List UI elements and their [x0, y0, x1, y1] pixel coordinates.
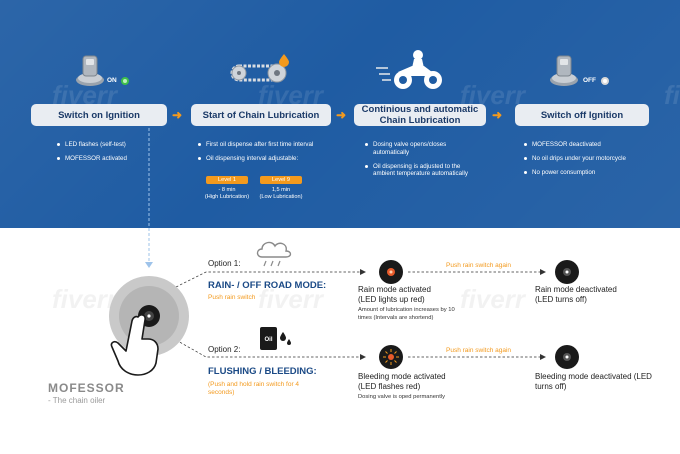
- on-indicator-icon: [121, 77, 129, 85]
- led-red-on-icon: [379, 260, 403, 284]
- level-9-badge: Level 9: [260, 176, 302, 184]
- bullet: Oil dispensing interval adjustable:: [198, 155, 323, 163]
- rain-mode-activated: Rain mode activated (LED lights up red): [358, 285, 431, 304]
- bullet: Oil dispensing is adjusted to the ambien…: [365, 163, 477, 179]
- step3-bullets: Dosing valve opens/closes automatically …: [365, 141, 477, 184]
- top-panel: fiverr fiverr fiverr fiverr ON: [0, 0, 680, 228]
- flushing-mode-title: FLUSHING / BLEEDING:: [208, 366, 317, 377]
- bullet: Dosing valve opens/closes automatically: [365, 141, 477, 157]
- bullet: MOFESSOR deactivated: [524, 141, 674, 149]
- arrow-right-icon: ➜: [336, 108, 347, 122]
- step-start-chain-lubrication: Start of Chain Lubrication: [191, 104, 331, 126]
- level-1-note: - 8 min (High Lubrication): [196, 187, 258, 201]
- level-1-badge: Level 1: [206, 176, 248, 184]
- watermark: fiverr: [258, 284, 324, 314]
- chain-sprocket-icon: [230, 63, 287, 83]
- arrow-right-icon: ➜: [172, 108, 183, 122]
- watermark: fiverr: [460, 284, 526, 314]
- bullet: MOFESSOR activated: [57, 155, 167, 163]
- rain-mode-title: RAIN- / OFF ROAD MODE:: [208, 280, 327, 291]
- rain-cloud-icon: [256, 241, 292, 267]
- bullet: No oil drips under your motorcycle: [524, 155, 674, 163]
- bleeding-mode-activated: Bleeding mode activated (LED flashes red…: [358, 372, 446, 391]
- led-off-icon: [555, 345, 579, 369]
- watermark: fiverr: [664, 80, 680, 110]
- rain-mode-note: Amount of lubrication increases by 10 ti…: [358, 307, 455, 321]
- oil-label: Oil: [264, 337, 272, 343]
- motorcycle-icon: [376, 50, 442, 89]
- step4-bullets: MOFESSOR deactivated No oil drips under …: [524, 141, 674, 182]
- step-switch-on-ignition: Switch on Ignition: [31, 104, 167, 126]
- bleeding-mode-deactivated: Bleeding mode deactivated (LED turns off…: [535, 372, 652, 391]
- rain-mode-deactivated: Rain mode deactivated (LED turns off): [535, 285, 617, 304]
- level-9-desc: (Low Lubrication): [259, 194, 303, 200]
- step-continuous-lubrication: Continious and automatic Chain Lubricati…: [354, 104, 486, 126]
- step-switch-off-ignition: Switch off Ignition: [515, 104, 649, 126]
- ignition-on-label: ON: [107, 77, 117, 84]
- level-1-desc: (High Lubrication): [204, 194, 250, 200]
- led-flashing-icon: [379, 345, 403, 369]
- rain-mode-instruction: Push rain switch: [208, 294, 256, 301]
- rain-push-again: Push rain switch again: [446, 262, 512, 269]
- oil-drop-icon: [279, 54, 289, 67]
- bleeding-push-again: Push rain switch again: [446, 347, 512, 354]
- led-off-icon: [555, 260, 579, 284]
- option-1-label: Option 1:: [208, 259, 241, 268]
- level-1-time: - 8 min: [218, 187, 236, 193]
- flushing-mode-instruction: (Push and hold rain switch for 4 seconds…: [208, 381, 300, 396]
- bullet: LED flashes (self-test): [57, 141, 167, 149]
- ignition-switch-off-icon: [550, 55, 578, 86]
- level-9-time: 1,5 min: [271, 187, 291, 193]
- oil-canister-icon: Oil: [260, 327, 291, 350]
- brand-tagline: - The chain oiler: [48, 396, 106, 405]
- bullet: No power consumption: [524, 169, 674, 177]
- brand-name: MOFESSOR: [48, 381, 125, 395]
- hand-pointer-icon: [110, 314, 159, 376]
- step2-bullets: First oil dispense after first time inte…: [198, 141, 323, 169]
- ignition-off-label: OFF: [583, 77, 596, 84]
- option-2-label: Option 2:: [208, 345, 241, 354]
- ignition-switch-icon: [76, 55, 104, 86]
- bleeding-mode-note: Dosing valve is oped permanently: [358, 394, 446, 400]
- bullet: First oil dispense after first time inte…: [198, 141, 323, 149]
- level-9-note: 1,5 min (Low Lubrication): [250, 187, 312, 201]
- arrow-right-icon: ➜: [492, 108, 503, 122]
- step1-bullets: LED flashes (self-test) MOFESSOR activat…: [57, 141, 167, 169]
- off-indicator-icon: [601, 77, 609, 85]
- watermark: fiverr: [52, 284, 118, 314]
